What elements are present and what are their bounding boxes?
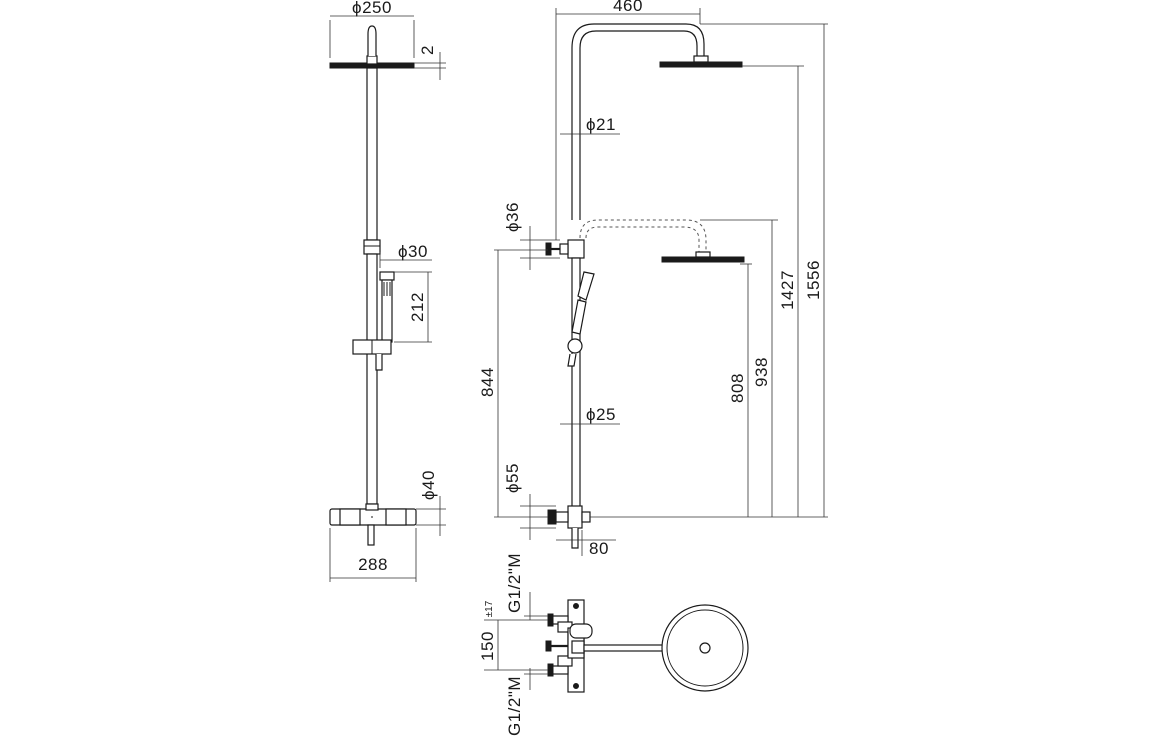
dim-head-thickness-label: 2 bbox=[418, 45, 437, 55]
dim-valve-projection-label: 80 bbox=[589, 539, 609, 558]
dim-height-max-arm-label: 1556 bbox=[804, 260, 823, 300]
dim-mixer-diameter-label: ϕ40 bbox=[419, 470, 438, 500]
dim-lower-rod-diameter-label: ϕ25 bbox=[586, 405, 616, 424]
dim-inlet-spacing-tolerance: ±17 bbox=[484, 600, 495, 617]
dim-valve-projection: 80 bbox=[556, 530, 616, 558]
front-mixer bbox=[329, 503, 417, 546]
dim-height-max-arm: 1556 bbox=[700, 23, 828, 517]
side-valve bbox=[547, 505, 591, 549]
dim-height-diverter: 844 bbox=[478, 249, 548, 518]
dim-height-max-head-label: 1427 bbox=[778, 270, 797, 310]
dim-mixer-width-label: 288 bbox=[358, 555, 388, 574]
dim-head-diameter: ϕ250 bbox=[329, 0, 415, 58]
top-inlet-lower bbox=[547, 655, 573, 677]
front-slider bbox=[352, 339, 392, 371]
top-view: G1/2"M 150 ±17 G1/2"M bbox=[478, 553, 749, 736]
dim-inlet-spacing-label: 150 bbox=[478, 631, 497, 661]
dim-arm-pipe-diameter-label: ϕ21 bbox=[586, 115, 616, 134]
dim-inlet-spacing: 150 ±17 bbox=[478, 600, 548, 671]
top-mixer bbox=[545, 623, 593, 659]
dim-inlet-thread-bottom: G1/2"M bbox=[505, 668, 548, 736]
dim-height-diverter-label: 844 bbox=[478, 367, 497, 397]
dim-hand-shower-label: 212 bbox=[408, 292, 427, 322]
side-hand-shower bbox=[567, 271, 595, 367]
dim-inlet-thread-top-label: G1/2"M bbox=[505, 553, 524, 613]
dim-arm-projection: 460 bbox=[555, 0, 701, 240]
front-shower-head bbox=[329, 55, 415, 69]
dim-head-thickness: 2 bbox=[414, 45, 446, 80]
side-diverter bbox=[545, 239, 585, 259]
front-hand-shower bbox=[379, 271, 395, 343]
dim-height-min-arm: 938 bbox=[700, 219, 778, 517]
dim-inlet-thread-top: G1/2"M bbox=[505, 553, 548, 620]
dim-inlet-thread-bottom-label: G1/2"M bbox=[505, 676, 524, 736]
dim-diverter-diameter: ϕ36 bbox=[503, 202, 560, 270]
dim-height-max-head: 1427 bbox=[742, 65, 804, 517]
dim-head-diameter-label: ϕ250 bbox=[352, 0, 392, 17]
dim-arm-pipe-diameter: ϕ21 bbox=[560, 115, 620, 135]
dim-arm-projection-label: 460 bbox=[613, 0, 643, 15]
side-arm-max bbox=[571, 23, 743, 220]
dim-hand-shower: 212 bbox=[394, 271, 432, 343]
dim-valve-diameter: ϕ55 bbox=[503, 463, 556, 540]
dim-lower-rod-diameter: ϕ25 bbox=[560, 405, 620, 425]
dim-rod-diameter: ϕ30 bbox=[379, 242, 432, 268]
dim-height-min-head: 808 bbox=[728, 263, 752, 517]
side-view: 460 ϕ21 ϕ36 844 ϕ25 bbox=[478, 0, 828, 558]
dim-height-min-arm-label: 938 bbox=[752, 357, 771, 387]
dim-rod-diameter-label: ϕ30 bbox=[398, 242, 428, 261]
top-shower-head bbox=[661, 604, 749, 692]
front-riser-pipe bbox=[363, 25, 381, 505]
dim-valve-diameter-label: ϕ55 bbox=[503, 463, 522, 493]
dim-mixer-diameter: ϕ40 bbox=[416, 470, 446, 536]
dim-mixer-width: 288 bbox=[329, 528, 417, 582]
side-arm-min bbox=[579, 219, 745, 263]
dim-diverter-diameter-label: ϕ36 bbox=[503, 202, 522, 232]
front-view: ϕ250 2 ϕ30 212 ϕ40 bbox=[329, 0, 446, 582]
dim-height-min-head-label: 808 bbox=[728, 373, 747, 403]
